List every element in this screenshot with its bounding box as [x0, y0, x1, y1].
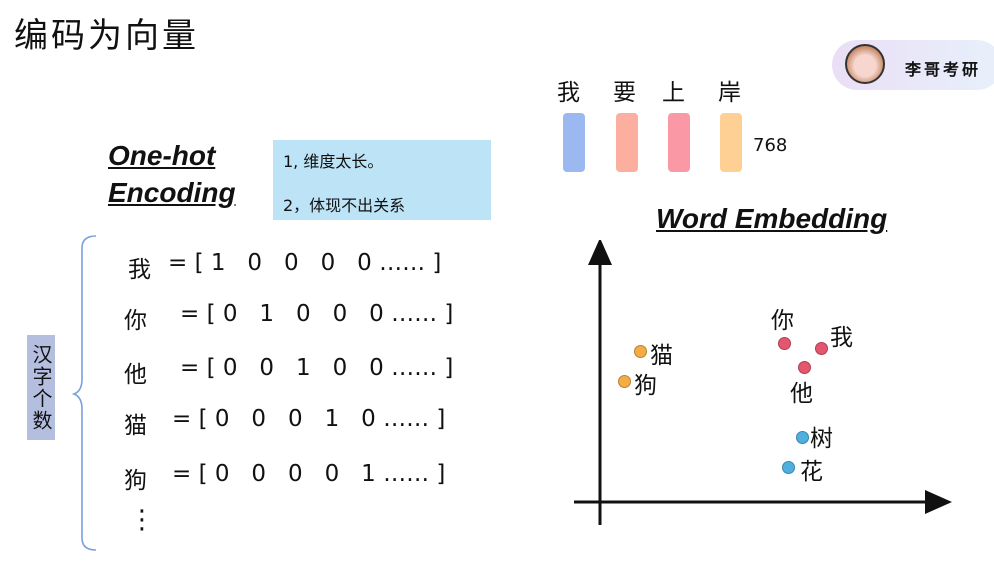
point-you	[778, 337, 791, 350]
point-label: 我	[830, 325, 853, 351]
token: 我	[557, 80, 580, 106]
vector-dimension: 768	[753, 135, 788, 156]
point-dog	[618, 375, 631, 388]
point-flower	[782, 461, 795, 474]
token-vector	[616, 113, 638, 172]
note-item: 2，体现不出关系	[283, 196, 406, 215]
onehot-heading: One-hot	[108, 140, 216, 171]
point-label: 狗	[634, 373, 657, 399]
anime-avatar-icon	[845, 44, 885, 84]
token-vector	[563, 113, 585, 172]
point-label: 树	[810, 426, 833, 452]
onehot-heading: Encoding	[108, 177, 236, 208]
onehot-char: 我	[128, 257, 151, 283]
point-me	[815, 342, 828, 355]
onehot-vector: = [ 0 0 0 0 1 …… ]	[172, 461, 446, 487]
embedding-axes	[574, 240, 952, 525]
char-count-label: 汉字个数	[27, 335, 55, 440]
token-vector	[668, 113, 690, 172]
onehot-char: 他	[124, 362, 147, 388]
point-label: 他	[790, 381, 813, 407]
token: 要	[613, 80, 636, 106]
onehot-vector: = [ 0 1 0 0 0 …… ]	[180, 301, 454, 327]
point-label: 花	[800, 459, 823, 485]
left-brace	[72, 235, 97, 551]
point-label: 你	[771, 308, 794, 334]
point-label: 猫	[650, 343, 673, 369]
onehot-vector: = [ 0 0 0 1 0 …… ]	[172, 406, 446, 432]
onehot-char: 你	[124, 308, 147, 334]
drawbacks-note: 1, 维度太长。 2，体现不出关系	[273, 140, 491, 220]
author-name: 李哥考研	[905, 60, 982, 79]
token: 岸	[718, 80, 741, 106]
onehot-vector: = [ 0 0 1 0 0 …… ]	[180, 355, 454, 381]
slide-title: 编码为向量	[14, 16, 199, 56]
token-vector	[720, 113, 742, 172]
point-cat	[634, 345, 647, 358]
note-item: 1, 维度太长。	[283, 152, 384, 171]
onehot-char: 猫	[124, 413, 147, 439]
point-tree	[796, 431, 809, 444]
onehot-char: 狗	[124, 468, 147, 494]
more-rows-ellipsis: ⋮	[129, 505, 155, 535]
point-he	[798, 361, 811, 374]
embedding-heading: Word Embedding	[656, 203, 888, 234]
onehot-vector: = [ 1 0 0 0 0 …… ]	[168, 250, 442, 276]
token: 上	[662, 80, 685, 106]
